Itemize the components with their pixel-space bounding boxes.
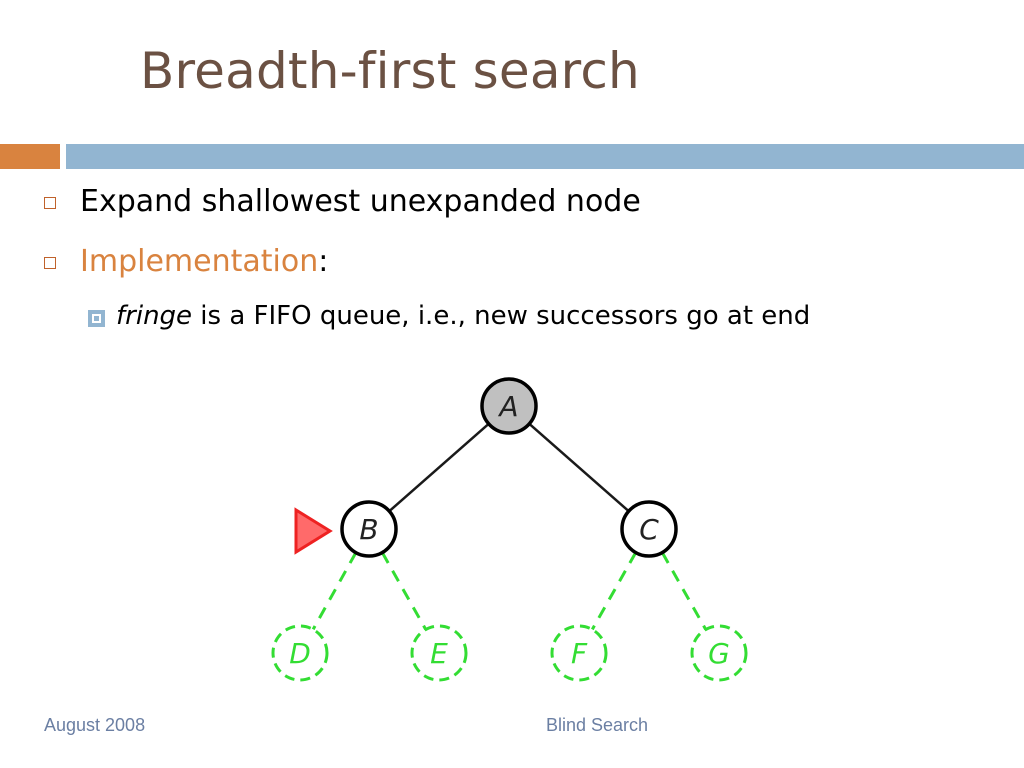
bullet-text: Expand shallowest unexpanded node (80, 184, 641, 219)
node-circle (410, 624, 468, 682)
sub-bullet-fringe: fringe is a FIFO queue, i.e., new succes… (88, 301, 811, 331)
implementation-colon: : (318, 244, 329, 279)
edge-b-e (380, 551, 428, 631)
sub-bullet-marker (88, 310, 105, 327)
node-circle (690, 624, 748, 682)
bullet-expand: Expand shallowest unexpanded node (44, 184, 641, 219)
node-label: F (571, 637, 588, 670)
edge-b-d (311, 551, 358, 631)
node-label: E (430, 637, 448, 670)
footer-date: August 2008 (44, 715, 146, 735)
fringe-word: fringe (116, 301, 193, 331)
node-circle (271, 624, 329, 682)
node-c: C (620, 500, 678, 558)
node-circle (550, 624, 608, 682)
edge-a-b (388, 422, 490, 513)
node-f: F (550, 624, 608, 682)
sub-bullet-text: is a FIFO queue, i.e., new successors go… (192, 301, 811, 331)
node-g: G (690, 624, 748, 682)
node-d: D (271, 624, 329, 682)
node-circle (620, 500, 678, 558)
edge-a-c (528, 422, 630, 513)
node-circle (480, 377, 538, 435)
edge-c-g (660, 551, 708, 631)
node-label: A (497, 390, 518, 423)
slide-title: Breadth-first search (140, 42, 640, 100)
implementation-label: Implementation (80, 244, 319, 279)
footer-topic: Blind Search (546, 715, 649, 735)
node-label: C (639, 513, 659, 546)
edge-c-f (590, 551, 638, 631)
header-divider-bar (66, 144, 1024, 169)
node-e: E (410, 624, 468, 682)
bullet-marker (44, 197, 56, 209)
node-label: D (289, 637, 311, 670)
current-node-pointer (294, 507, 333, 555)
node-label: B (359, 513, 378, 546)
node-circle (340, 500, 398, 558)
node-label: G (708, 637, 730, 670)
bullet-implementation: Implementation: (44, 244, 329, 279)
node-a: A (480, 377, 538, 435)
bullet-marker (44, 257, 56, 269)
header-accent-bar (0, 144, 60, 169)
node-b: B (340, 500, 398, 558)
